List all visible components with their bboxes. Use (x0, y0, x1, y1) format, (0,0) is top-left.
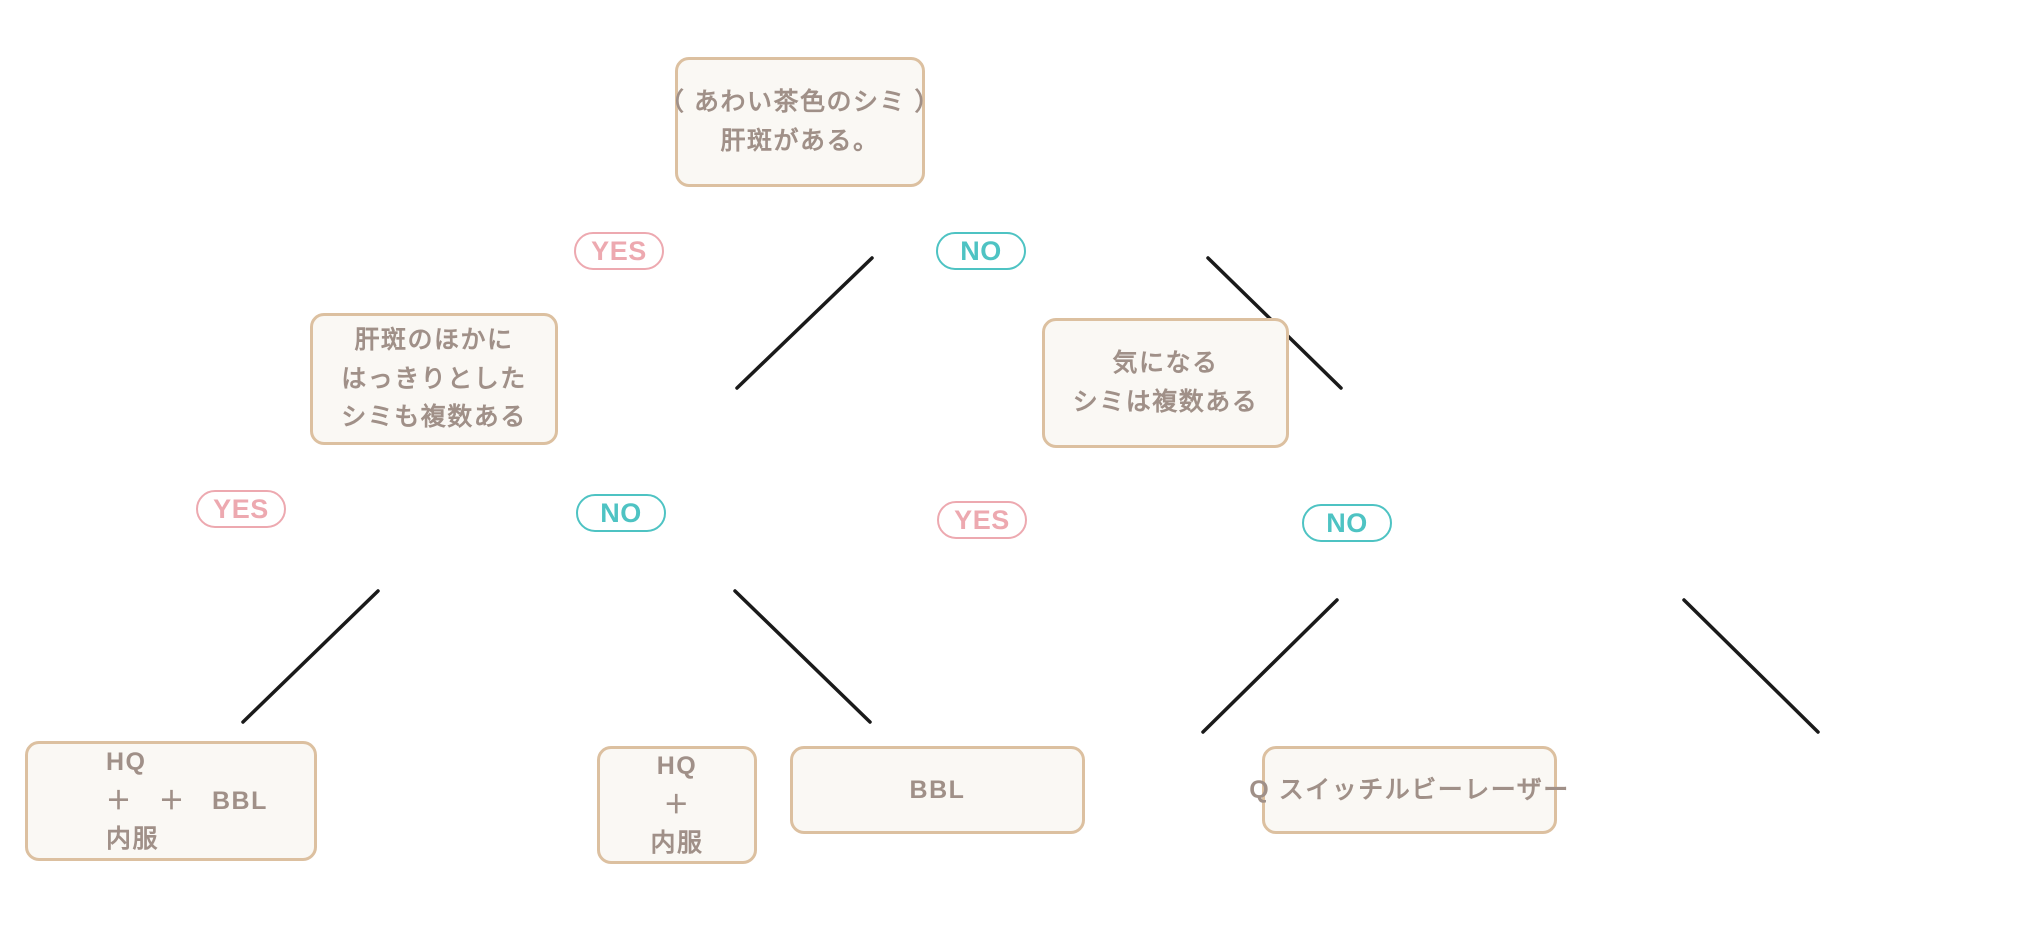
badge-root-no[interactable]: NO (936, 232, 1026, 270)
node-leaf-2-line-3: 内服 (650, 829, 704, 858)
node-leaf-2-line-1: HQ (656, 751, 698, 780)
badge-mid-right-no[interactable]: NO (1302, 504, 1392, 542)
badge-mid-left-no[interactable]: NO (576, 494, 666, 532)
node-leaf-bbl[interactable]: BBL (790, 746, 1085, 834)
node-mid-left-line-3: シミも複数ある (341, 403, 527, 432)
node-leaf-q-switch-ruby-laser[interactable]: Q スイッチルビーレーザー (1249, 746, 1568, 834)
node-mid-left-line-2: はっきりとした (341, 364, 527, 393)
badge-root-yes[interactable]: YES (574, 232, 664, 270)
node-leaf-3-line-1: BBL (909, 775, 966, 804)
node-root-line-1: （ あわい茶色のシミ ） (659, 88, 941, 117)
node-mid-left-question[interactable]: 肝斑のほかに はっきりとした シミも複数ある (310, 313, 558, 445)
edge-root-to-mid-left (735, 256, 874, 390)
badge-root-yes-label: YES (591, 235, 647, 266)
node-mid-right-line-1: 気になる (1112, 349, 1219, 378)
badge-mid-left-yes[interactable]: YES (196, 490, 286, 528)
node-root-line-2: 肝斑がある。 (720, 127, 880, 155)
badge-mid-right-no-label: NO (1326, 507, 1368, 538)
badge-mid-left-no-label: NO (600, 497, 642, 528)
node-leaf-1-line-2: ＋ ＋ BBL (106, 786, 268, 815)
badge-mid-right-yes[interactable]: YES (937, 501, 1027, 539)
badge-mid-right-yes-label: YES (954, 504, 1010, 535)
node-leaf-4-line-1: Q スイッチルビーレーザー (1249, 775, 1570, 804)
leaf-1-stack: HQ ＋ ＋ BBL 内服 (28, 743, 314, 859)
node-leaf-hq-naifuku[interactable]: HQ ＋ 内服 (597, 746, 757, 864)
node-root-question[interactable]: （ あわい茶色のシミ ） 肝斑がある。 (659, 57, 939, 187)
badge-root-no-label: NO (960, 235, 1002, 266)
node-leaf-2-line-2: ＋ (663, 790, 691, 819)
node-leaf-1-line-1: HQ (106, 747, 147, 776)
edge-mid-left-to-leaf-1 (241, 589, 380, 724)
badge-mid-left-yes-label: YES (213, 493, 269, 524)
node-mid-left-line-1: 肝斑のほかに (354, 325, 514, 354)
edge-mid-left-to-leaf-2 (733, 589, 872, 724)
node-leaf-1-line-3: 内服 (106, 825, 160, 854)
edge-mid-right-to-leaf-4 (1682, 598, 1820, 734)
edge-mid-right-to-leaf-3 (1201, 598, 1339, 734)
node-leaf-hq-naifuku-bbl[interactable]: HQ ＋ ＋ BBL 内服 (25, 741, 317, 861)
node-mid-right-question[interactable]: 気になる シミは複数ある (1042, 318, 1289, 448)
node-mid-right-line-2: シミは複数ある (1072, 388, 1259, 416)
